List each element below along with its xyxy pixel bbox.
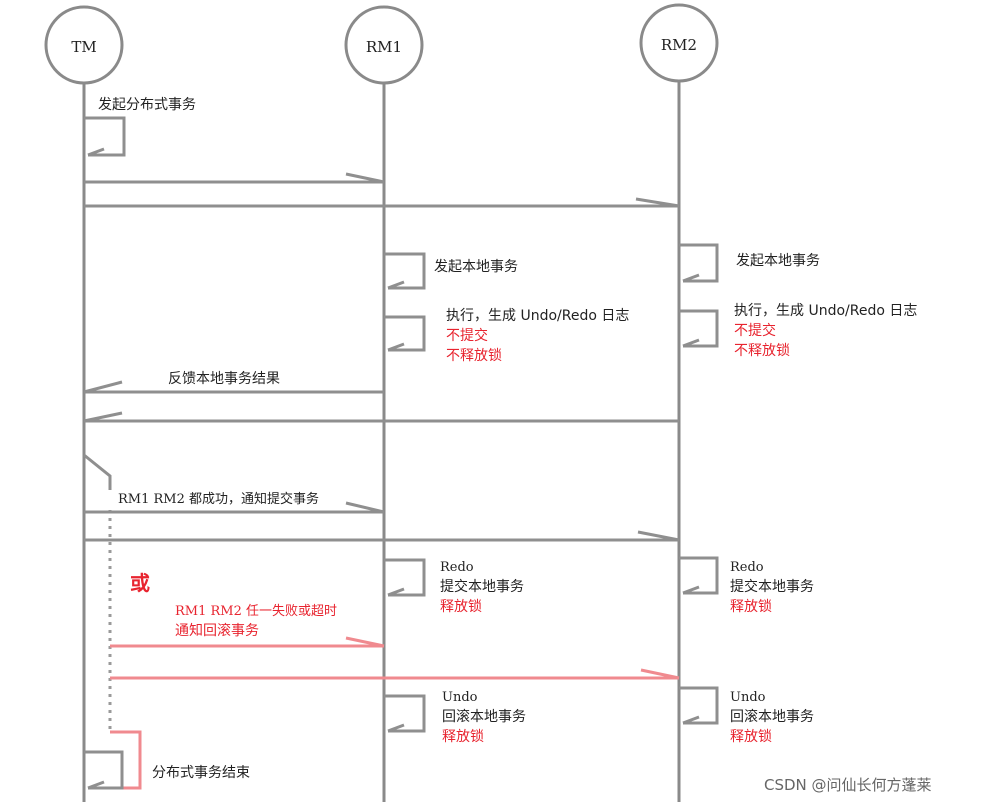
rm1-self-begin (384, 252, 426, 290)
arrow-rollback-to-rm2 (110, 668, 680, 680)
rollback-label-line2: 通知回滚事务 (175, 622, 259, 639)
rm2-begin-label: 发起本地事务 (736, 253, 820, 269)
rm1-undo-line1: Undo (442, 690, 478, 705)
rm1-exec-line1: 执行，生成 Undo/Redo 日志 (446, 308, 629, 324)
rm2-self-redo (679, 556, 719, 595)
actor-tm: TM (44, 5, 124, 85)
arrow-commit-to-rm1 (84, 501, 385, 514)
rm2-redo-line3: 释放锁 (730, 599, 772, 615)
rm2-exec-line1: 执行，生成 Undo/Redo 日志 (734, 303, 917, 319)
rm1-self-exec (384, 315, 426, 352)
tm-end-label: 分布式事务结束 (152, 765, 250, 781)
feedback-label: 反馈本地事务结果 (168, 371, 280, 387)
tm-self-start (84, 116, 126, 157)
rm1-undo-line2: 回滚本地事务 (442, 708, 526, 725)
rm1-self-redo (384, 558, 426, 597)
rm2-redo-line1: Redo (730, 560, 764, 575)
rm2-redo-line2: 提交本地事务 (730, 578, 814, 595)
rm1-redo-line3: 释放锁 (440, 599, 482, 615)
rm2-undo-line1: Undo (730, 690, 766, 705)
rm2-self-exec (679, 309, 719, 348)
rm2-undo-line3: 释放锁 (730, 729, 772, 745)
rm1-redo-line1: Redo (440, 560, 474, 575)
rm2-undo-line2: 回滚本地事务 (730, 708, 814, 725)
arrow-tm-to-rm1 (84, 172, 385, 184)
rm2-self-undo (679, 686, 719, 725)
rollback-label-line1: RM1 RM2 任一失败或超时 (175, 604, 337, 619)
tm-branch-stroke (83, 453, 112, 490)
tm-end-red-bracket (88, 730, 142, 790)
arrow-rollback-to-rm1 (110, 636, 385, 648)
actor-rm2: RM2 (639, 3, 719, 83)
rm1-undo-line3: 释放锁 (442, 729, 484, 745)
commit-notice-label: RM1 RM2 都成功，通知提交事务 (118, 491, 319, 507)
arrow-commit-to-rm2 (84, 530, 680, 542)
rm1-exec-line2: 不提交 (446, 327, 488, 344)
or-mark: 或 (130, 571, 150, 595)
watermark: CSDN @问仙长何方蓬莱 (764, 776, 932, 794)
tm-start-label: 发起分布式事务 (98, 97, 196, 113)
rm2-exec-line3: 不释放锁 (734, 343, 790, 359)
tm-self-end (84, 750, 124, 790)
actor-rm1-label: RM1 (366, 38, 402, 56)
rm1-redo-line2: 提交本地事务 (440, 578, 524, 595)
actor-rm1: RM1 (344, 5, 424, 85)
rm1-self-undo (384, 694, 426, 733)
actor-rm2-label: RM2 (661, 36, 697, 54)
arrow-tm-to-rm2 (84, 197, 680, 208)
arrow-rm2-to-tm (83, 411, 679, 423)
rm1-begin-label: 发起本地事务 (434, 259, 518, 275)
rm2-self-begin (679, 243, 719, 283)
rm2-exec-line2: 不提交 (734, 322, 776, 339)
arrow-rm1-to-tm (83, 380, 384, 394)
rm1-exec-line3: 不释放锁 (446, 348, 502, 364)
actor-tm-label: TM (71, 38, 96, 56)
